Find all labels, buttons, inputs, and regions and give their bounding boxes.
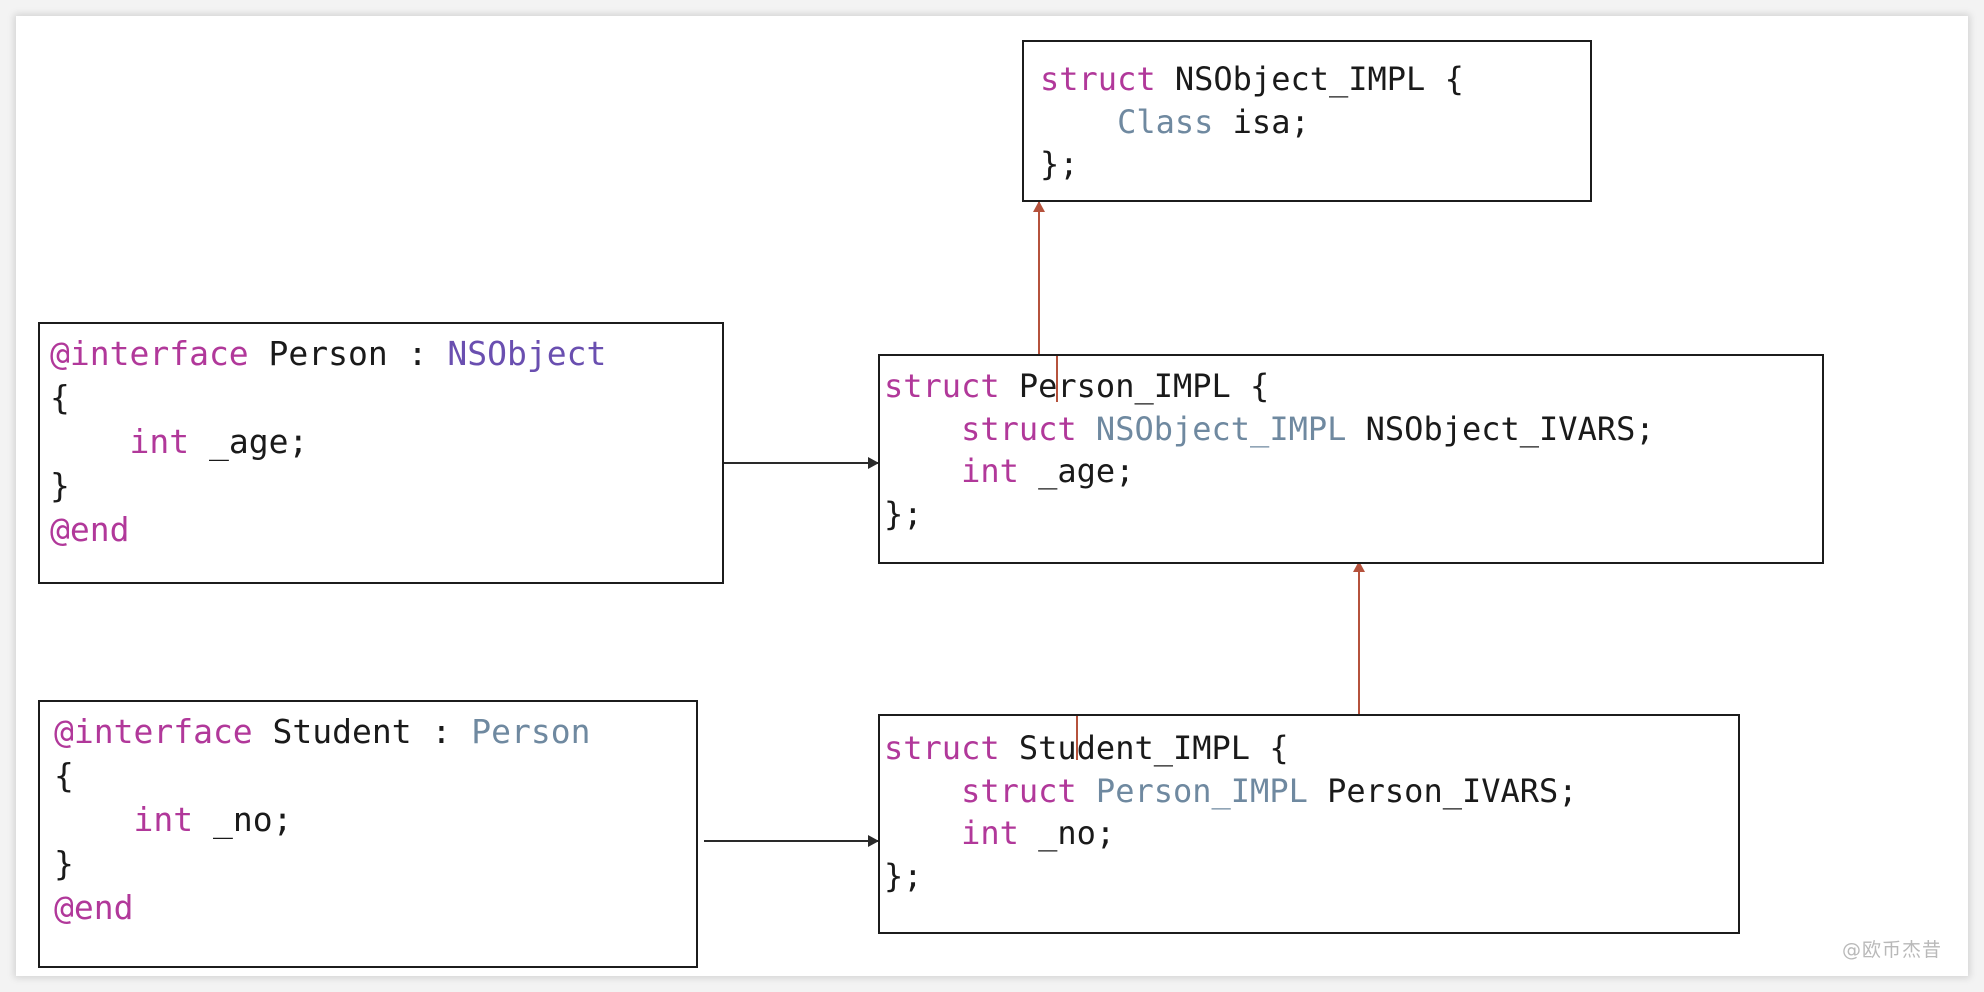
diagram-page: struct NSObject_IMPL { Class isa;}; @int… <box>16 16 1968 976</box>
code-line: struct Person_IMPL Person_IVARS; <box>884 770 1738 813</box>
arrow-shaft <box>1038 202 1040 374</box>
code-token: Person_IMPL { <box>999 367 1270 405</box>
student-impl-code: struct Student_IMPL { struct Person_IMPL… <box>880 716 1738 897</box>
code-line: struct Person_IMPL { <box>884 365 1822 408</box>
code-token: int <box>133 799 194 839</box>
code-token: struct <box>961 409 1077 448</box>
arrow-head-right-icon <box>868 457 879 469</box>
nsobject-impl-code: struct NSObject_IMPL { Class isa;}; <box>1024 42 1590 186</box>
code-token: Student : <box>252 712 472 751</box>
code-token: Class <box>1117 102 1214 141</box>
code-line: @end <box>50 508 722 552</box>
code-line: @end <box>54 886 696 930</box>
arrow-shaft <box>722 462 878 464</box>
watermark: @欧币杰昔 <box>1841 939 1942 961</box>
code-token: Person_IMPL <box>1095 771 1308 810</box>
code-line: struct NSObject_IMPL NSObject_IVARS; <box>884 408 1822 451</box>
arrow-shaft <box>1358 562 1360 722</box>
code-line: } <box>54 842 696 886</box>
student-interface-box: @interface Student : Person{ int _no;}@e… <box>38 700 698 968</box>
student-interface-code: @interface Student : Person{ int _no;}@e… <box>40 702 696 929</box>
code-token: { <box>50 377 70 417</box>
person-interface-code: @interface Person : NSObject{ int _age;}… <box>40 324 722 551</box>
person-impl-box: struct Person_IMPL { struct NSObject_IMP… <box>878 354 1824 564</box>
person-interface-box: @interface Person : NSObject{ int _age;}… <box>38 322 724 584</box>
code-line: int _age; <box>884 450 1822 493</box>
person-interface-to-person-impl-arrow <box>722 456 879 470</box>
code-token <box>50 422 129 461</box>
code-token <box>1077 772 1096 810</box>
nsobject-impl-box: struct NSObject_IMPL { Class isa;}; <box>1022 40 1592 202</box>
code-line: int _no; <box>54 798 696 842</box>
code-token <box>884 772 961 810</box>
code-token: { <box>54 755 74 795</box>
code-token: isa; <box>1213 102 1310 141</box>
code-token: _no; <box>1018 814 1116 853</box>
student-impl-to-person-impl-arrow <box>1352 561 1366 722</box>
code-token: @interface <box>50 334 249 373</box>
code-token: }; <box>884 856 923 895</box>
code-token: struct <box>1040 60 1156 98</box>
code-token <box>884 452 961 490</box>
code-token: NSObject <box>447 334 607 373</box>
code-token: NSObject_IMPL <box>1095 409 1347 448</box>
code-line: int _no; <box>884 812 1738 855</box>
code-token: Person : <box>248 334 448 373</box>
code-token: int <box>961 814 1019 853</box>
code-line: struct NSObject_IMPL { <box>1040 58 1590 101</box>
code-line: }; <box>884 493 1822 536</box>
code-token: struct <box>961 771 1077 810</box>
code-token: _no; <box>193 799 293 839</box>
text-caret <box>1076 716 1078 760</box>
code-token: NSObject_IVARS; <box>1346 409 1655 448</box>
code-token: _age; <box>189 421 309 461</box>
code-token <box>884 814 961 852</box>
code-token: }; <box>1040 145 1079 184</box>
code-line: int _age; <box>50 420 722 464</box>
code-token: } <box>54 843 74 883</box>
code-token: int <box>129 421 190 461</box>
code-token: struct <box>884 729 1000 767</box>
arrow-head-up-icon <box>1353 561 1365 572</box>
code-line: Class isa; <box>1040 101 1590 144</box>
code-token: @end <box>54 887 134 927</box>
code-line: }; <box>884 855 1738 898</box>
person-impl-to-nsobject-impl-arrow <box>1032 201 1046 374</box>
code-token: Person_IVARS; <box>1307 771 1578 810</box>
code-line: } <box>50 464 722 508</box>
code-token <box>1040 103 1117 141</box>
code-token: }; <box>884 494 923 533</box>
code-token: @end <box>50 509 130 549</box>
code-line: { <box>54 754 696 798</box>
code-token <box>1077 410 1096 448</box>
code-token: _age; <box>1018 452 1135 491</box>
code-token: int <box>961 452 1019 491</box>
arrow-head-up-icon <box>1033 201 1045 212</box>
person-impl-code: struct Person_IMPL { struct NSObject_IMP… <box>880 356 1822 535</box>
code-line: @interface Student : Person <box>54 710 696 754</box>
code-line: struct Student_IMPL { <box>884 727 1738 770</box>
code-line: { <box>50 376 722 420</box>
code-token: } <box>50 465 70 505</box>
code-token: Student_IMPL { <box>999 729 1289 767</box>
code-token <box>54 800 133 839</box>
code-line: @interface Person : NSObject <box>50 332 722 376</box>
code-token <box>884 410 961 448</box>
arrow-head-right-icon <box>868 835 879 847</box>
code-token: @interface <box>54 712 253 751</box>
arrow-shaft <box>704 840 878 842</box>
code-token: struct <box>884 367 1000 405</box>
student-impl-box: struct Student_IMPL { struct Person_IMPL… <box>878 714 1740 934</box>
student-interface-to-student-impl-arrow <box>704 834 879 848</box>
code-token: Person <box>471 712 591 751</box>
code-token: NSObject_IMPL { <box>1155 60 1464 98</box>
code-line: }; <box>1040 143 1590 186</box>
text-caret <box>1056 356 1058 402</box>
